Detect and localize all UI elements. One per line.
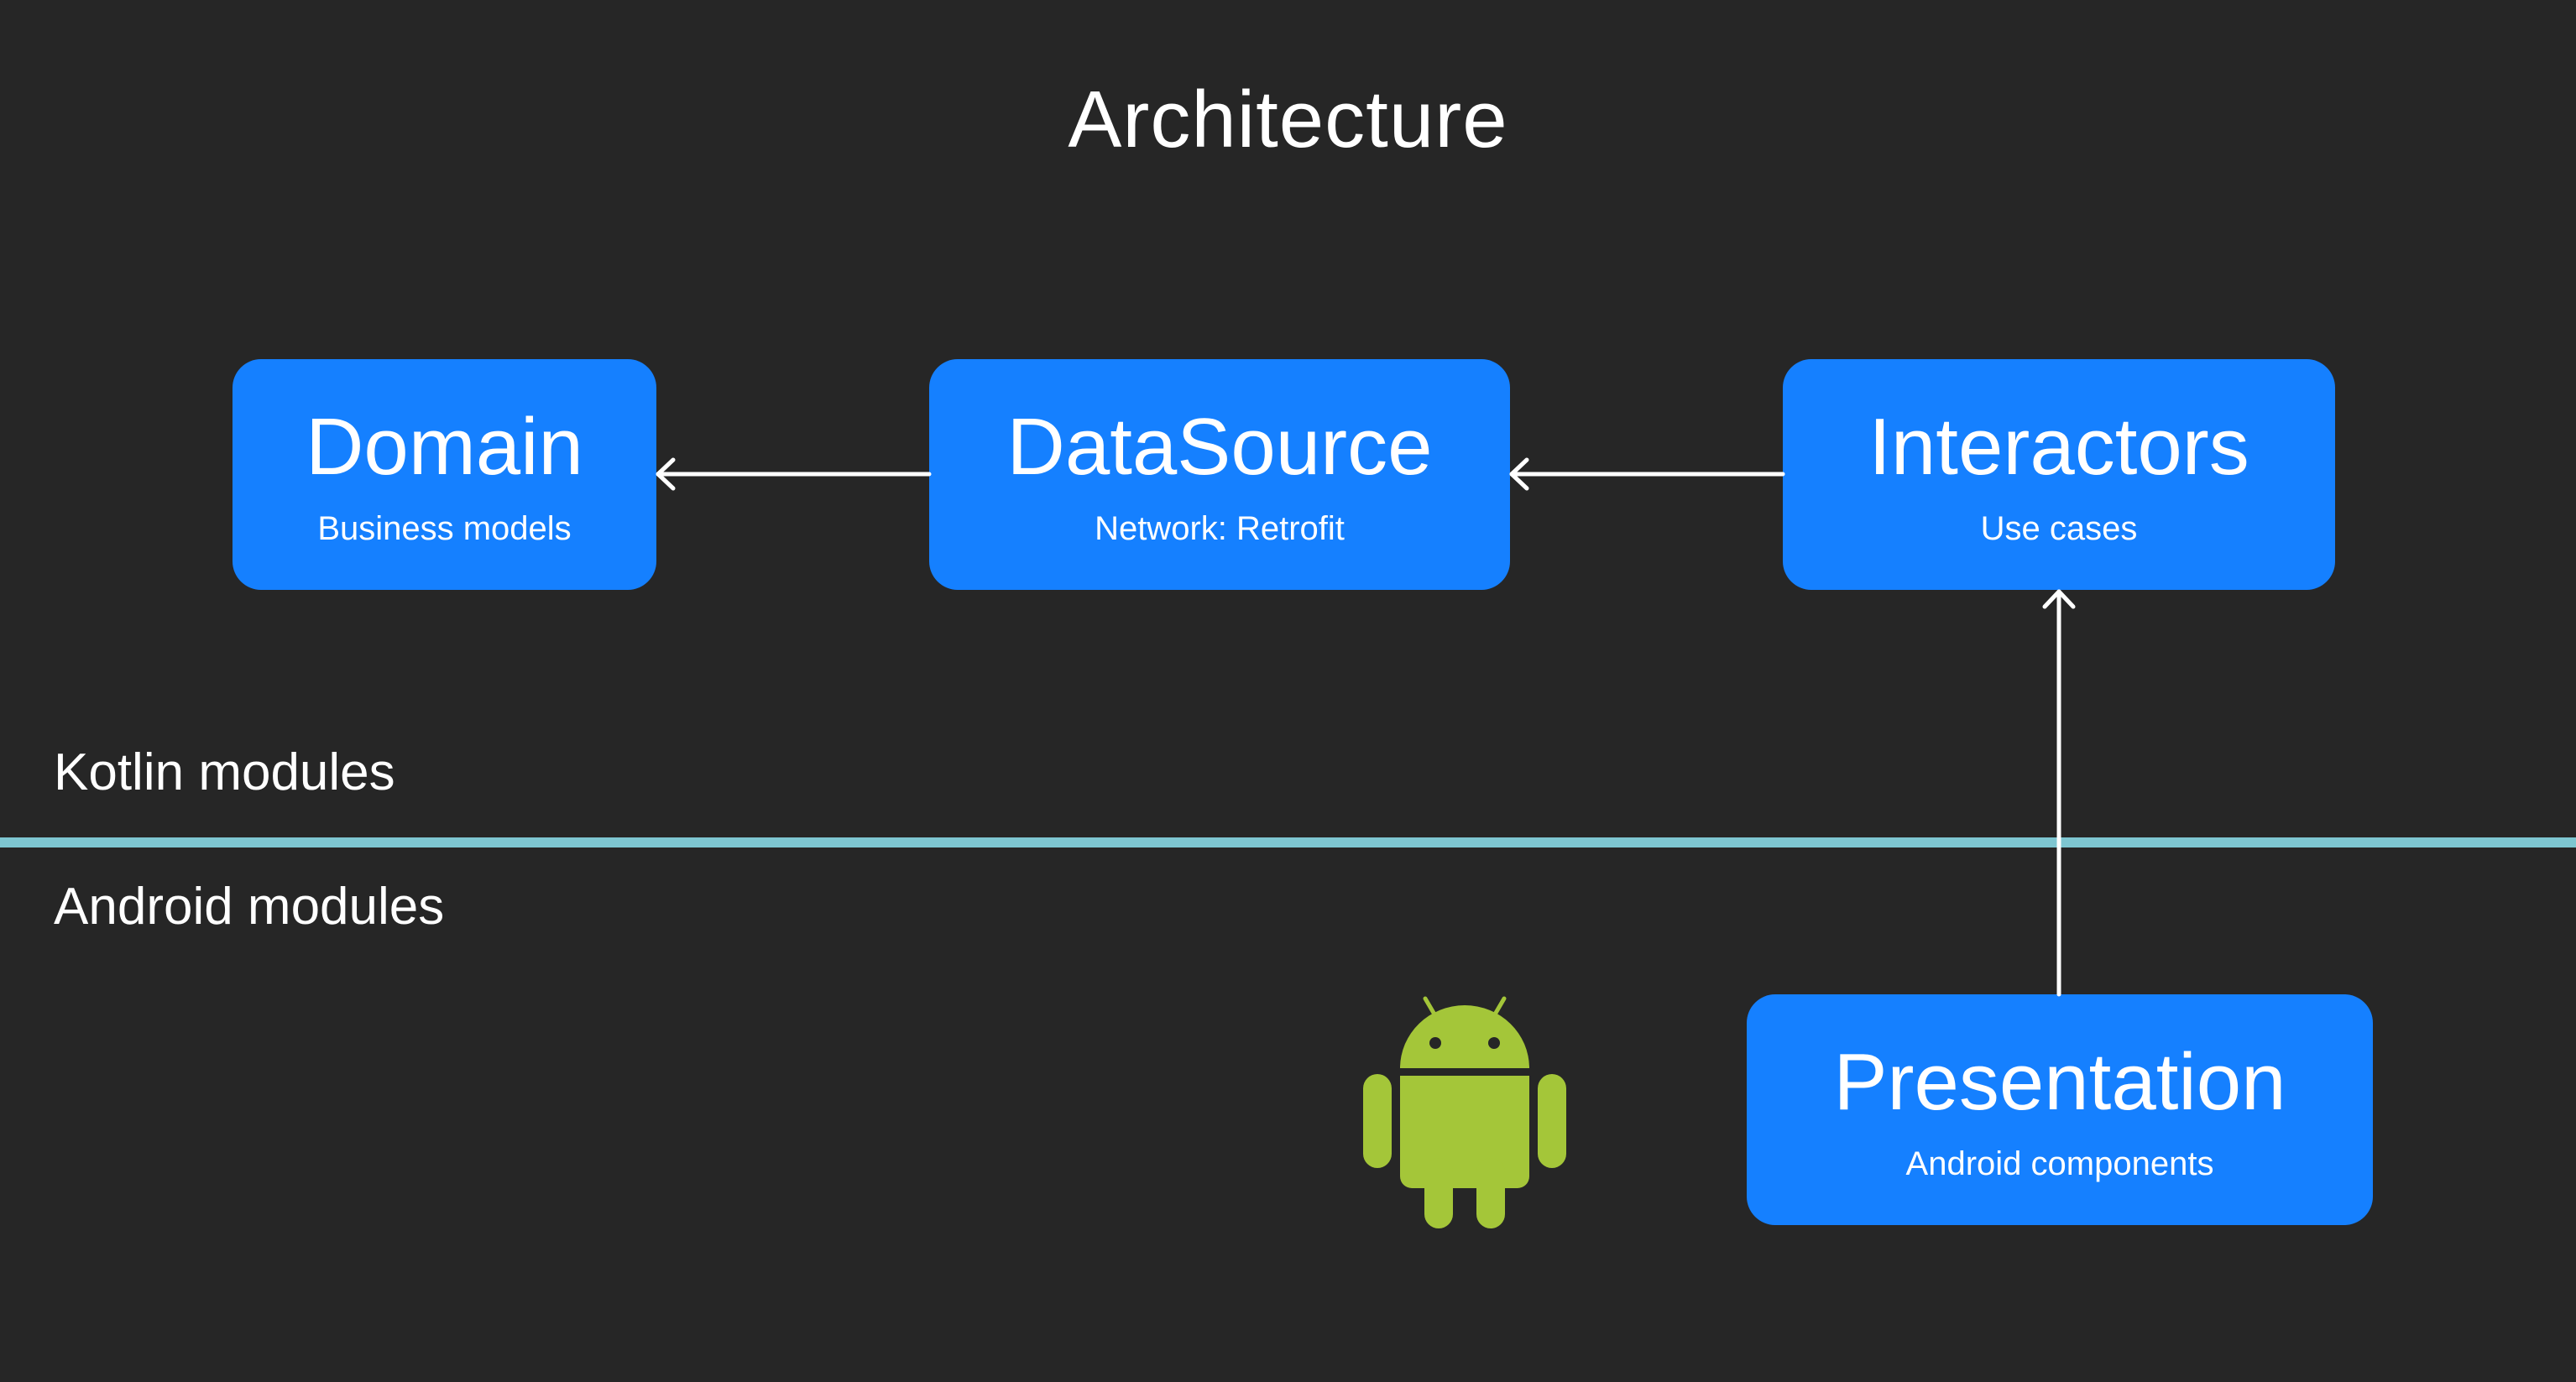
presentation-subtitle: Android components: [1905, 1145, 2214, 1182]
android-modules-label: Android modules: [54, 878, 445, 936]
domain-subtitle: Business models: [317, 510, 572, 547]
interactors-box: Interactors Use cases: [1783, 359, 2335, 590]
arrow-presentation-to-interactors: [2042, 589, 2076, 997]
interactors-subtitle: Use cases: [1980, 510, 2138, 547]
arrow-datasource-to-domain: [656, 457, 932, 491]
presentation-box: Presentation Android components: [1747, 994, 2373, 1225]
datasource-title: DataSource: [1006, 402, 1433, 492]
kotlin-modules-label: Kotlin modules: [54, 743, 395, 801]
domain-box: Domain Business models: [233, 359, 656, 590]
presentation-title: Presentation: [1833, 1037, 2286, 1127]
android-robot-icon: [1363, 996, 1566, 1228]
module-divider: [0, 837, 2576, 847]
domain-title: Domain: [306, 402, 583, 492]
datasource-subtitle: Network: Retrofit: [1095, 510, 1345, 547]
interactors-title: Interactors: [1868, 402, 2249, 492]
diagram-title: Architecture: [1068, 75, 1508, 164]
datasource-box: DataSource Network: Retrofit: [929, 359, 1510, 590]
arrow-interactors-to-datasource: [1509, 457, 1785, 491]
